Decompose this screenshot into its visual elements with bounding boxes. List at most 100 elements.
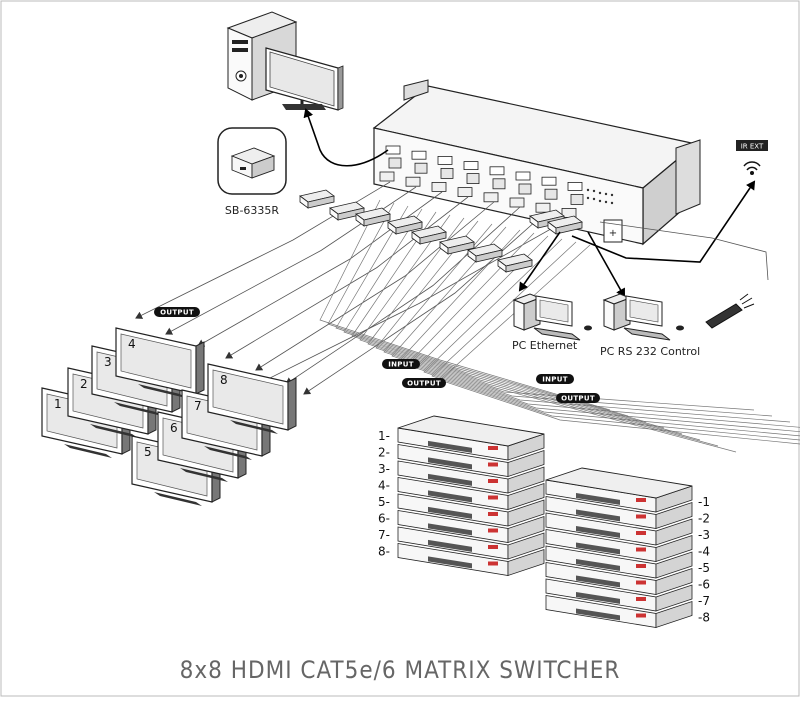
ir-ext-sensor: IR EXT [736,140,768,175]
source-unit: 1- [378,427,545,461]
chassis-plug [379,171,395,182]
source-unit: -8 [545,595,710,629]
matrix-switcher-chassis: + [372,79,701,246]
source-number: -6 [698,578,710,592]
source-number: 2- [378,446,390,460]
source-number: 6- [378,512,390,526]
display-number: 5 [144,445,152,459]
chassis-connector [466,173,480,185]
source-number: -5 [698,561,710,575]
display-number: 7 [194,399,202,413]
pc-workstation-icon [226,11,344,111]
chassis-connector [492,178,506,190]
source-unit: 5- [378,493,545,527]
tag-output-left: OUTPUT [154,307,200,317]
chassis-port [463,161,479,171]
chassis-plug [483,192,499,203]
source-number: -2 [698,512,710,526]
chassis-connector [518,183,532,195]
pc-ethernet-label: PC Ethernet [512,339,578,352]
source-unit: 4- [378,477,545,511]
source-unit: -6 [545,562,710,596]
source-unit: -5 [545,545,710,579]
chassis-connector [440,167,454,179]
chassis-plug [457,187,473,198]
chassis-plug [431,181,447,192]
pc-rs232-icon [602,293,684,341]
tag-input-center-text: INPUT [388,361,414,369]
display-number: 8 [220,373,228,387]
display-4: 4 [115,327,205,398]
source-unit: -7 [545,578,710,612]
tag-output-left-text: OUTPUT [160,309,194,317]
chassis-port [567,181,583,191]
source-number: -7 [698,594,710,608]
source-number: 1- [378,429,390,443]
source-unit: -3 [545,512,710,546]
pc-ethernet-icon [512,293,592,341]
chassis-port [385,145,401,155]
display-number: 3 [104,355,112,369]
source-number: 5- [378,495,390,509]
chassis-plug [509,197,525,208]
source-unit: 7- [378,526,545,560]
source-number: -1 [698,495,710,509]
source-unit: -4 [545,529,710,563]
source-number: -8 [698,611,710,625]
chassis-connector [544,188,558,200]
tag-input-right: INPUT [536,374,574,384]
tag-output-right: OUTPUT [556,393,600,403]
tag-output-right-text: OUTPUT [561,395,595,403]
ir-ext-label: IR EXT [741,143,764,151]
chassis-plug [405,176,421,187]
chassis-port [541,176,557,186]
tag-input-center: INPUT [382,359,420,369]
extender-module [329,201,365,221]
extender-module [497,253,533,273]
display-number: 2 [80,377,88,391]
chassis-connector [388,157,402,169]
extender-module [439,235,475,255]
tag-output-center-text: OUTPUT [407,380,441,388]
display-8: 8 [207,363,297,434]
diagram-title: 8x8 HDMI CAT5e/6 MATRIX SWITCHER [180,656,621,684]
svg-text:+: + [609,228,617,239]
chassis-port [437,155,453,165]
source-unit: -1 [545,479,710,513]
source-number: 8- [378,545,390,559]
tag-output-center: OUTPUT [402,378,446,388]
display-number: 4 [128,337,136,351]
chassis-port [515,171,531,181]
source-unit: 8- [378,543,545,577]
cable-bundle [135,181,800,453]
source-stack-right: -1 -2 -3 -4 -5 -6 -7 -8 [545,467,710,629]
ir-remote-icon [705,293,755,329]
display-number: 6 [170,421,178,435]
source-unit: 2- [378,444,545,478]
source-number: 3- [378,462,390,476]
signal-arrows [303,108,769,298]
sb-6335r-label: SB-6335R [225,204,279,217]
source-number: 4- [378,479,390,493]
chassis-plug [535,202,551,213]
display-number: 1 [54,397,62,411]
extender-module [355,207,391,227]
source-number: -4 [698,545,710,559]
display-array: 1 2 3 4 5 6 7 8 [41,327,297,506]
source-unit: 6- [378,510,545,544]
source-unit: -2 [545,496,710,530]
extender-modules [299,189,583,273]
tag-input-right-text: INPUT [542,376,568,384]
chassis-port [489,166,505,176]
source-number: -3 [698,528,710,542]
source-unit: 3- [378,460,545,494]
extender-module [299,189,335,209]
extender-module [547,215,583,235]
extender-module [387,215,423,235]
extender-module [411,225,447,245]
chassis-port [411,150,427,160]
pc-rs232-label: PC RS 232 Control [600,345,700,358]
